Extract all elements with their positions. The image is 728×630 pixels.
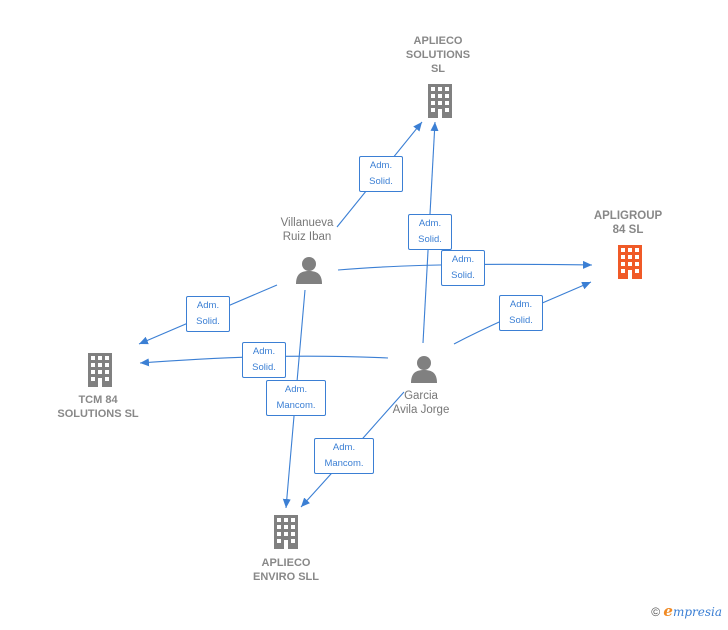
edge-label-villanueva-aplieco-enviro[interactable]: Adm. Mancom. [266, 380, 326, 416]
apligroup-label[interactable]: APLIGROUP 84 SL [593, 210, 663, 236]
garcia-label[interactable]: Garcia Avila Jorge [392, 390, 450, 416]
edge-label-garcia-tcm84[interactable]: Adm. Solid. [242, 342, 286, 378]
aplieco-solutions-building-icon[interactable] [428, 84, 452, 118]
aplieco-enviro-building-icon[interactable] [274, 515, 298, 549]
garcia-person-icon[interactable] [411, 356, 437, 383]
villanueva-person-icon[interactable] [296, 257, 322, 284]
aplieco-solutions-label[interactable]: APLIECO SOLUTIONS SL [405, 35, 471, 75]
apligroup-building-icon[interactable] [618, 245, 642, 279]
empresia-watermark: © empresia [651, 602, 722, 620]
tcm84-building-icon[interactable] [88, 353, 112, 387]
brand-logo: empresia [663, 602, 722, 620]
aplieco-enviro-label[interactable]: APLIECO ENVIRO SLL [252, 557, 319, 583]
edge-label-garcia-aplieco-enviro[interactable]: Adm. Mancom. [314, 438, 374, 474]
edge-label-villanueva-aplieco-solutions[interactable]: Adm. Solid. [359, 156, 403, 192]
edge-label-garcia-aplieco-solutions[interactable]: Adm. Solid. [408, 214, 452, 250]
tcm84-label[interactable]: TCM 84 SOLUTIONS SL [57, 394, 139, 420]
villanueva-label[interactable]: Villanueva Ruiz Iban [280, 217, 334, 243]
edge-label-garcia-apligroup[interactable]: Adm. Solid. [499, 295, 543, 331]
copyright-symbol: © [651, 605, 661, 619]
edge-label-villanueva-apligroup[interactable]: Adm. Solid. [441, 250, 485, 286]
edge-label-villanueva-tcm84[interactable]: Adm. Solid. [186, 296, 230, 332]
